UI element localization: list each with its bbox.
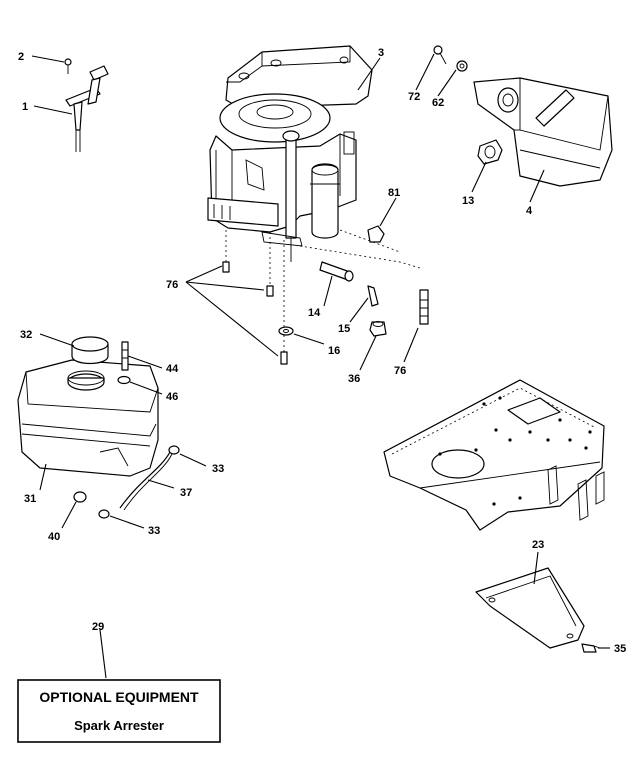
callout-2: 2	[18, 51, 24, 63]
bolt-72-part	[433, 45, 447, 65]
callout-1: 1	[22, 101, 28, 113]
callout-4: 4	[526, 205, 533, 217]
callout-35: 35	[614, 643, 626, 655]
callout-13: 13	[462, 195, 474, 207]
bushing-40-part	[73, 491, 87, 503]
callout-labels: 2 1 3 72 62 13 4 81 76 14 15 16 36 76 32…	[18, 47, 626, 655]
callout-33-top: 33	[212, 463, 224, 475]
callout-76-bottom: 76	[394, 365, 406, 377]
bolts-76-part	[222, 261, 288, 365]
callout-62: 62	[432, 97, 444, 109]
callout-76-top: 76	[166, 279, 178, 291]
bolt-78-part	[419, 289, 429, 325]
throttle-control-part	[64, 58, 109, 152]
callout-33-bottom: 33	[148, 525, 160, 537]
fuel-tank-part	[17, 359, 159, 477]
callout-44: 44	[166, 363, 179, 375]
washer-62-part	[456, 60, 468, 72]
callout-46: 46	[166, 391, 178, 403]
washer-46-part	[117, 375, 131, 385]
clamp-33-part	[98, 445, 180, 519]
callout-81: 81	[388, 187, 400, 199]
bracket-15-part	[367, 285, 379, 307]
callout-3: 3	[378, 47, 384, 59]
callout-36: 36	[348, 373, 360, 385]
screw-44-part	[121, 341, 129, 371]
callout-23: 23	[532, 539, 544, 551]
callout-31: 31	[24, 493, 36, 505]
muffler-part	[473, 77, 613, 187]
spacer-14-part	[319, 261, 354, 282]
screw-35-part	[581, 643, 601, 653]
optional-equipment-title: OPTIONAL EQUIPMENT	[39, 689, 199, 705]
callout-14: 14	[308, 307, 321, 319]
callout-72: 72	[408, 91, 420, 103]
callout-32: 32	[20, 329, 32, 341]
callout-16: 16	[328, 345, 340, 357]
assembly-centerlines	[225, 229, 421, 362]
callout-15: 15	[338, 323, 350, 335]
leader-lines	[31, 53, 610, 679]
callout-40: 40	[48, 531, 60, 543]
fuel-cap-part	[71, 336, 109, 365]
optional-equipment-box: OPTIONAL EQUIPMENT Spark Arrester	[17, 679, 221, 743]
engine-part	[207, 45, 373, 262]
callout-37: 37	[180, 487, 192, 499]
callout-29: 29	[92, 621, 104, 633]
gasket-13-part	[477, 139, 503, 165]
heat-shield-part	[475, 567, 585, 649]
fuel-line-37-part	[119, 451, 173, 511]
nut-36-part	[369, 321, 387, 337]
optional-equipment-subtitle: Spark Arrester	[74, 718, 164, 733]
frame-plate-part	[383, 379, 605, 531]
nut-81-part	[367, 225, 385, 243]
washer-16-part	[278, 326, 294, 336]
